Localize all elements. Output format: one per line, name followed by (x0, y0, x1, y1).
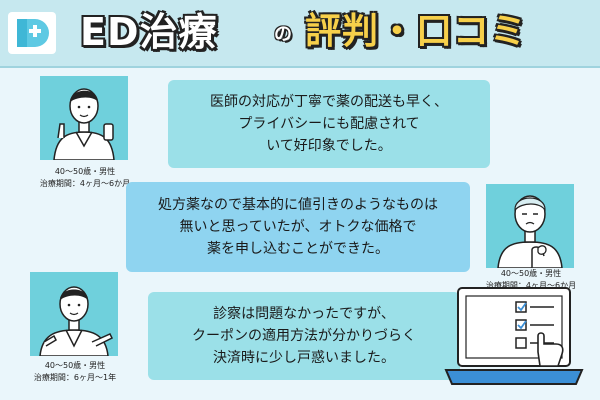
reviewer-2-age-gender: 40〜50歳・男性 (500, 269, 562, 278)
review-2-line-3: 薬を申し込むことができた。 (207, 241, 389, 257)
review-3-line-1: 診察は問題なかったですが、 (213, 306, 395, 322)
review-bubble-3: 診察は問題なかったですが、 クーポンの適用方法が分かりづらく 決済時に少し戸惑い… (148, 292, 460, 380)
review-3-line-3: 決済時に少し戸惑いました。 (213, 350, 395, 366)
review-3-line-2: クーポンの適用方法が分かりづらく (192, 328, 416, 344)
review-1-line-2: プライバシーにも配慮されて (238, 116, 420, 132)
laptop-checklist-icon (444, 287, 584, 385)
reviewer-2-period: 治療期間：4ヶ月〜6か月 (485, 281, 577, 290)
man-pointing-icon (39, 286, 114, 356)
reviewer-avatar-1 (40, 76, 128, 160)
review-2-line-2: 無いと思っていたが、オトクな価格で (179, 219, 417, 235)
reviewer-1-age-gender: 40〜50歳・男性 (54, 167, 116, 176)
man-with-smartphone-icon (53, 88, 115, 160)
review-bubble-1: 医師の対応が丁寧で薬の配送も早く、 プライバシーにも配慮されて いて好印象でした… (168, 80, 490, 168)
review-bubble-2: 処方薬なので基本的に値引きのようなものは 無いと思っていたが、オトクな価格で 薬… (126, 182, 470, 272)
logo-mark-icon (17, 19, 49, 47)
reviewer-caption-3: 40〜50歳・男性 治療期間：6ヶ月〜1年 (10, 360, 140, 384)
site-logo[interactable] (8, 12, 56, 54)
review-1-line-1: 医師の対応が丁寧で薬の配送も早く、 (210, 94, 448, 110)
reviewer-1-period: 治療期間：4ヶ月〜6か月 (39, 179, 131, 188)
reviewer-3-period: 治療期間：6ヶ月〜1年 (33, 373, 117, 382)
review-2-line-1: 処方薬なので基本的に値引きのようなものは (158, 197, 438, 213)
reviewer-avatar-3 (30, 272, 118, 356)
page-title: ED治療 (80, 10, 218, 54)
reviewer-avatar-2 (486, 184, 574, 268)
title-connector: の (274, 24, 292, 45)
reviewer-caption-1: 40〜50歳・男性 治療期間：4ヶ月〜6か月 (20, 166, 150, 190)
man-touching-chest-icon (497, 195, 563, 268)
reviewer-caption-2: 40〜50歳・男性 治療期間：4ヶ月〜6か月 (466, 268, 596, 292)
reviewer-3-age-gender: 40〜50歳・男性 (44, 361, 106, 370)
page-subtitle: 評判・口コミ (305, 11, 528, 52)
laptop-illustration (440, 278, 590, 396)
header-banner: ED治療 の 評判・口コミ (0, 0, 600, 68)
review-1-line-3: いて好印象でした。 (266, 138, 392, 154)
